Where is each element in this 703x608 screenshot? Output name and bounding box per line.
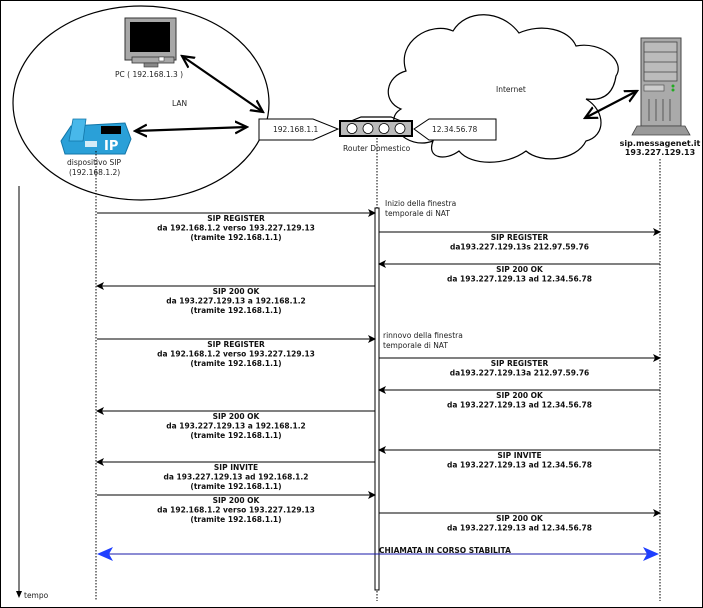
message-detail: da 193.227.129.13 ad 12.34.56.78 <box>447 275 592 284</box>
message-detail: da 192.168.1.2 verso 193.227.129.13 <box>157 350 315 359</box>
pc-label: PC ( 192.168.1.3 ) <box>115 70 183 79</box>
message-detail: (tramite 192.168.1.1) <box>190 482 281 491</box>
lan-boundary <box>12 5 270 201</box>
message-title: SIP 200 OK <box>496 391 544 400</box>
time-axis-label: tempo <box>24 591 49 600</box>
nat-start-note-line2: temporale di NAT <box>385 209 450 218</box>
message-title: SIP REGISTER <box>491 233 549 242</box>
message-title: SIP INVITE <box>214 463 258 472</box>
sip-device-name: dispositivo SIP <box>67 158 122 167</box>
router-activation-bar <box>374 207 380 591</box>
pc-router-link <box>182 56 263 112</box>
message-detail: da 192.168.1.2 verso 193.227.129.13 <box>157 224 315 233</box>
message-title: SIP 200 OK <box>496 514 544 523</box>
internet-label: Internet <box>496 85 526 94</box>
lan-label: LAN <box>172 99 187 108</box>
server-ip: 193.227.129.13 <box>625 148 695 157</box>
message-title: SIP 200 OK <box>496 265 544 274</box>
router-wan-ip: 12.34.56.78 <box>432 125 478 134</box>
nat-renew-note-line1: rinnovo della finestra <box>383 331 463 340</box>
time-axis-arrowhead-icon <box>16 591 22 598</box>
message-title: SIP 200 OK <box>213 496 261 505</box>
message-detail: da 193.227.129.13 ad 192.168.1.2 <box>164 473 309 482</box>
message-detail: da 193.227.129.13 a 192.168.1.2 <box>166 422 306 431</box>
message-detail: da 193.227.129.13 ad 12.34.56.78 <box>447 401 592 410</box>
message-title: SIP INVITE <box>497 451 541 460</box>
message-detail: (tramite 192.168.1.1) <box>190 515 281 524</box>
message-detail: (tramite 192.168.1.1) <box>190 359 281 368</box>
server-name: sip.messagenet.it <box>620 139 701 148</box>
message-detail: da 193.227.129.13 a 192.168.1.2 <box>166 297 306 306</box>
message-detail: da193.227.129.13s 212.97.59.76 <box>450 243 589 252</box>
nat-start-note-line1: Inizio della finestra <box>385 199 456 208</box>
message-detail: da193.227.129.13a 212.97.59.76 <box>450 369 590 378</box>
message-detail: da 193.227.129.13 ad 12.34.56.78 <box>447 461 592 470</box>
message-title: SIP 200 OK <box>213 412 261 421</box>
message-title: SIP REGISTER <box>207 340 265 349</box>
message-detail: (tramite 192.168.1.1) <box>190 306 281 315</box>
message-detail: (tramite 192.168.1.1) <box>190 233 281 242</box>
router-icon <box>339 116 413 137</box>
router-lan-ip: 192.168.1.1 <box>273 125 319 134</box>
message-title: SIP 200 OK <box>213 287 261 296</box>
call-established-label: CHIAMATA IN CORSO STABILITA <box>379 546 511 555</box>
internet-server-link <box>585 91 637 118</box>
server-tower-icon <box>631 37 691 136</box>
sip-device-ip: (192.168.1.2) <box>69 168 120 177</box>
router-wan-ip-callout <box>413 118 497 141</box>
message-detail: da 192.168.1.2 verso 193.227.129.13 <box>157 506 315 515</box>
message-title: SIP REGISTER <box>491 359 549 368</box>
message-detail: (tramite 192.168.1.1) <box>190 431 281 440</box>
nat-renew-note-line2: temporale di NAT <box>383 341 448 350</box>
message-detail: da 193.227.129.13 ad 12.34.56.78 <box>447 524 592 533</box>
internet-cloud <box>387 14 619 163</box>
pc-monitor-icon <box>124 17 177 68</box>
ip-badge-text: IP <box>104 139 118 154</box>
message-title: SIP REGISTER <box>207 214 265 223</box>
ip-phone-icon: IP <box>60 118 132 155</box>
router-lan-ip-callout <box>258 118 340 141</box>
sip-router-link <box>135 127 247 131</box>
